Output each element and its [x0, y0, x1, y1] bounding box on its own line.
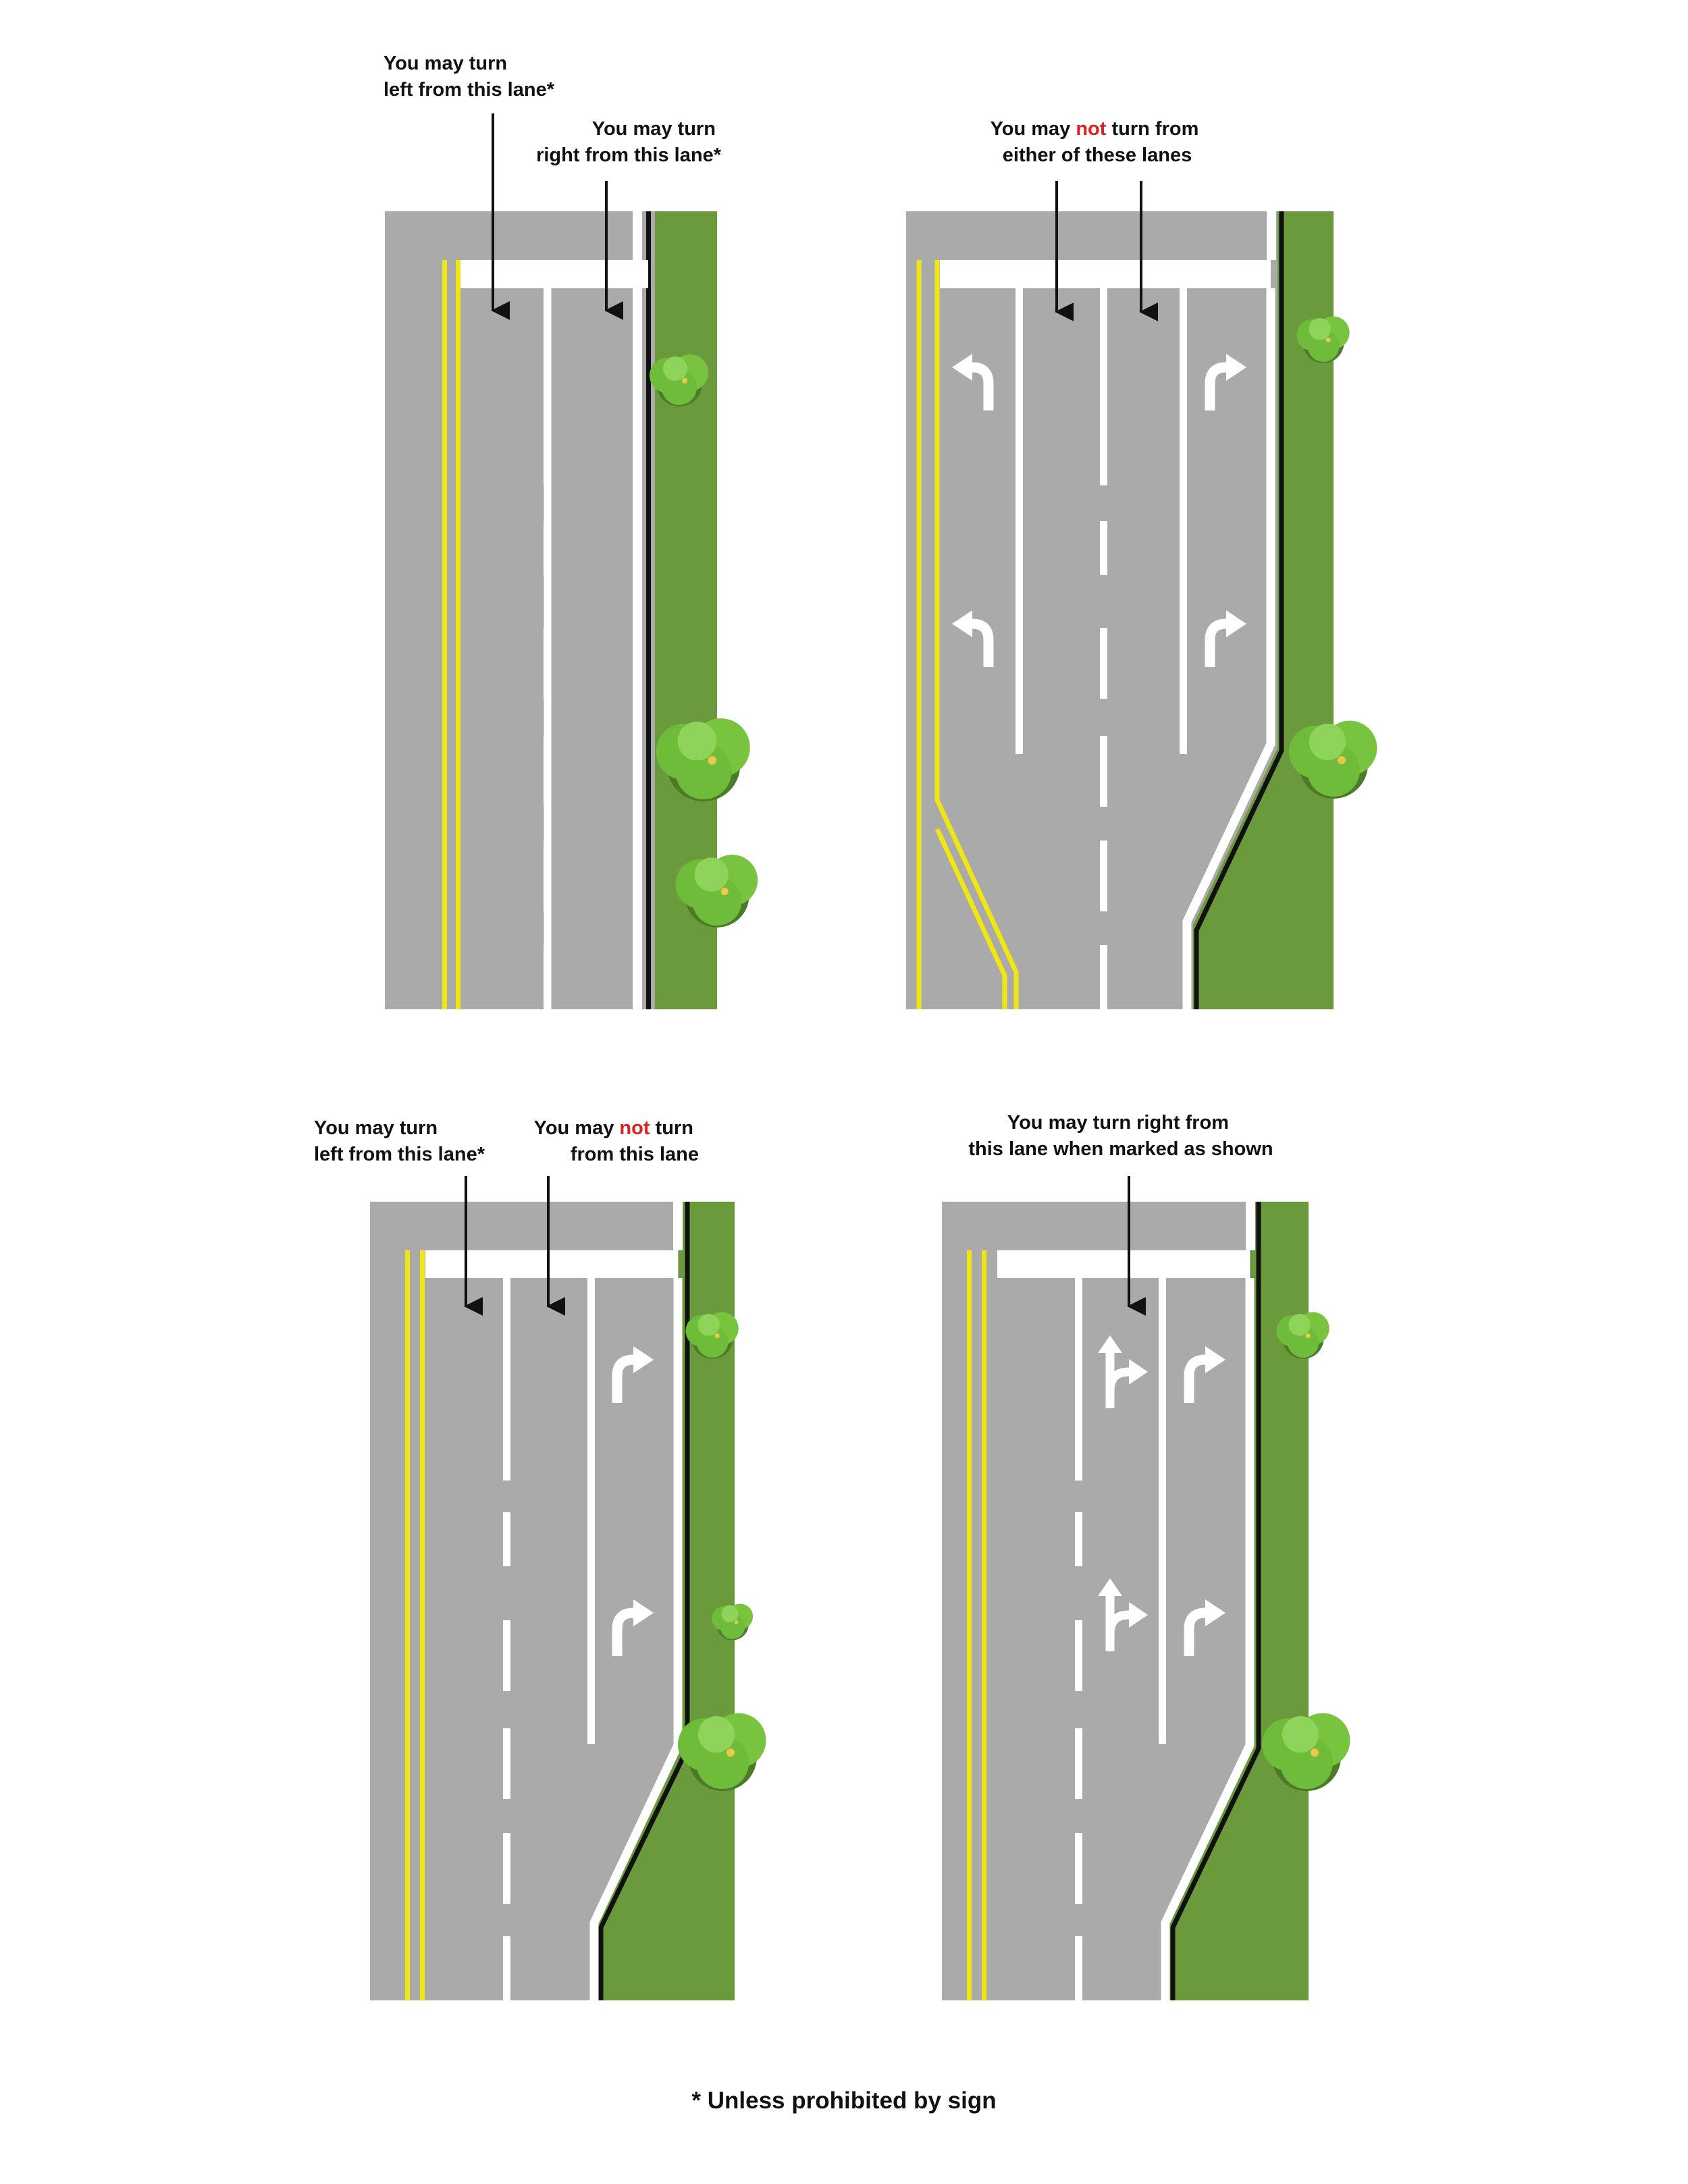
lane-divider-dashes [503, 1278, 510, 2000]
stop-line [425, 1250, 678, 1278]
footnote: * Unless prohibited by sign [691, 2087, 996, 2114]
lane-divider-dashes [544, 288, 551, 1009]
edge-line [589, 1278, 683, 2000]
panel-4: You may turn right from this lane when m… [942, 1112, 1350, 2000]
edge-line [673, 1202, 683, 1250]
panel-3: You may turn left from this lane* You ma… [314, 1117, 766, 2000]
curb-line [646, 211, 651, 1009]
caption-no-turn-either: You may not turn from either of these la… [991, 118, 1205, 166]
center-line-yellow [934, 828, 1007, 1009]
center-line-yellow [982, 1250, 986, 2000]
caption-no-turn: You may not turn from this lane [534, 1117, 699, 1165]
lane-line-solid [1100, 288, 1107, 485]
center-line-yellow [420, 1250, 425, 2000]
lane-line-solid [1075, 1278, 1082, 1481]
panel-1: You may turn left from this lane* You ma… [384, 53, 758, 1009]
lane-line-solid [1016, 288, 1023, 754]
road-surface [370, 1202, 679, 2000]
panel-2: You may not turn from either of these la… [906, 118, 1377, 1009]
lane-line-solid [1159, 1278, 1166, 1744]
edge-line [1182, 288, 1275, 1009]
center-line-yellow [442, 260, 447, 1009]
stop-line [460, 260, 648, 288]
caption-left-turn: You may turn left from this lane* [384, 53, 555, 101]
stop-line [997, 1250, 1250, 1278]
edge-line [633, 211, 642, 1009]
lane-line-solid [1180, 288, 1187, 754]
lane-line-solid [587, 1278, 595, 1744]
edge-line [1267, 211, 1276, 260]
caption-right-turn: You may turn right from this lane* [536, 118, 722, 166]
lane-divider-dashes [1075, 1512, 1082, 2000]
curb-line [1170, 1202, 1261, 2000]
caption-right-when-marked: You may turn right from this lane when m… [968, 1112, 1273, 1160]
stop-line [940, 260, 1271, 288]
edge-line [1161, 1278, 1255, 2000]
edge-line [1246, 1202, 1255, 1250]
road-surface [385, 211, 655, 1009]
curb-line [598, 1202, 690, 2000]
center-line-yellow [967, 1250, 972, 2000]
center-line-yellow [934, 260, 1019, 1009]
curb-line [1194, 211, 1284, 1009]
center-line-yellow [405, 1250, 410, 2000]
center-line-yellow [456, 260, 460, 1009]
road-surface [942, 1202, 1250, 2000]
lane-divider-dashes [1100, 521, 1107, 1009]
caption-left-turn: You may turn left from this lane* [314, 1117, 485, 1165]
